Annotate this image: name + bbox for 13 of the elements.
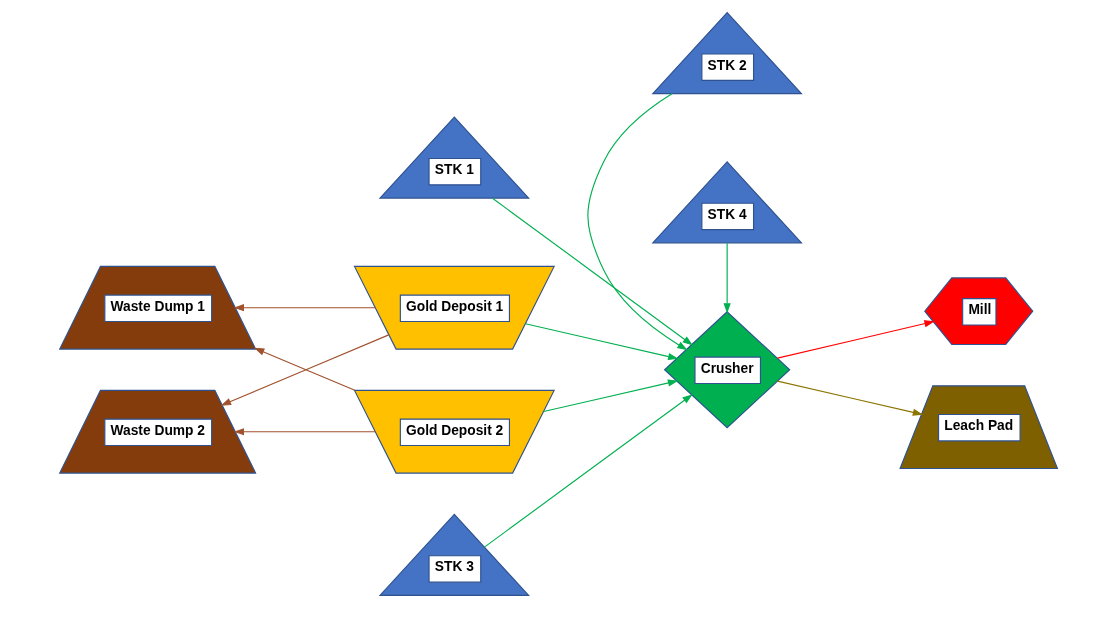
arrow — [723, 242, 731, 314]
arrow — [776, 380, 924, 416]
arrow — [483, 394, 693, 548]
arrow — [776, 320, 935, 359]
arrow — [254, 347, 356, 391]
arrow — [491, 197, 693, 346]
arrow — [524, 323, 679, 361]
node-diamond: Crusher — [663, 310, 791, 429]
arrow — [543, 379, 679, 413]
arrow — [233, 304, 376, 312]
arrow — [587, 93, 688, 351]
arrow — [233, 428, 376, 436]
arrow — [220, 334, 390, 406]
